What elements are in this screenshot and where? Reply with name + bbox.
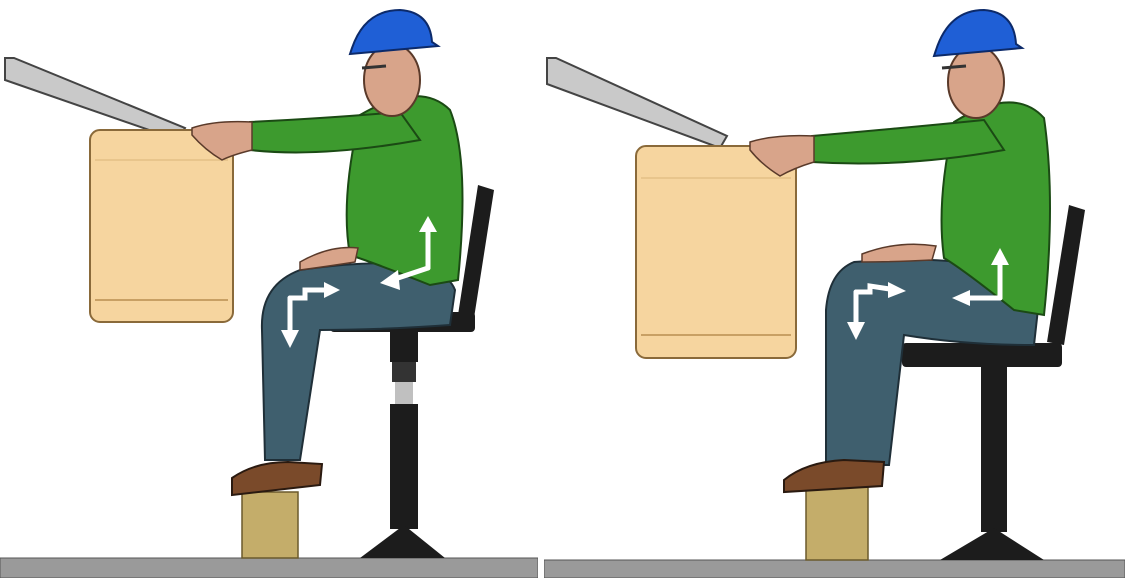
- right-scene: [544, 0, 1125, 578]
- right-scene-drawing: [544, 0, 1125, 578]
- left-scene: [0, 0, 538, 578]
- footrest-block: [242, 492, 298, 558]
- footrest-block: [806, 486, 868, 560]
- left-scene-drawing: [0, 0, 538, 578]
- floor: [544, 560, 1125, 578]
- cardboard-box: [90, 130, 233, 322]
- overhead-beam: [547, 58, 727, 148]
- hard-hat: [934, 10, 1022, 56]
- overhead-beam: [5, 58, 185, 140]
- floor: [0, 558, 538, 578]
- hard-hat: [350, 10, 438, 54]
